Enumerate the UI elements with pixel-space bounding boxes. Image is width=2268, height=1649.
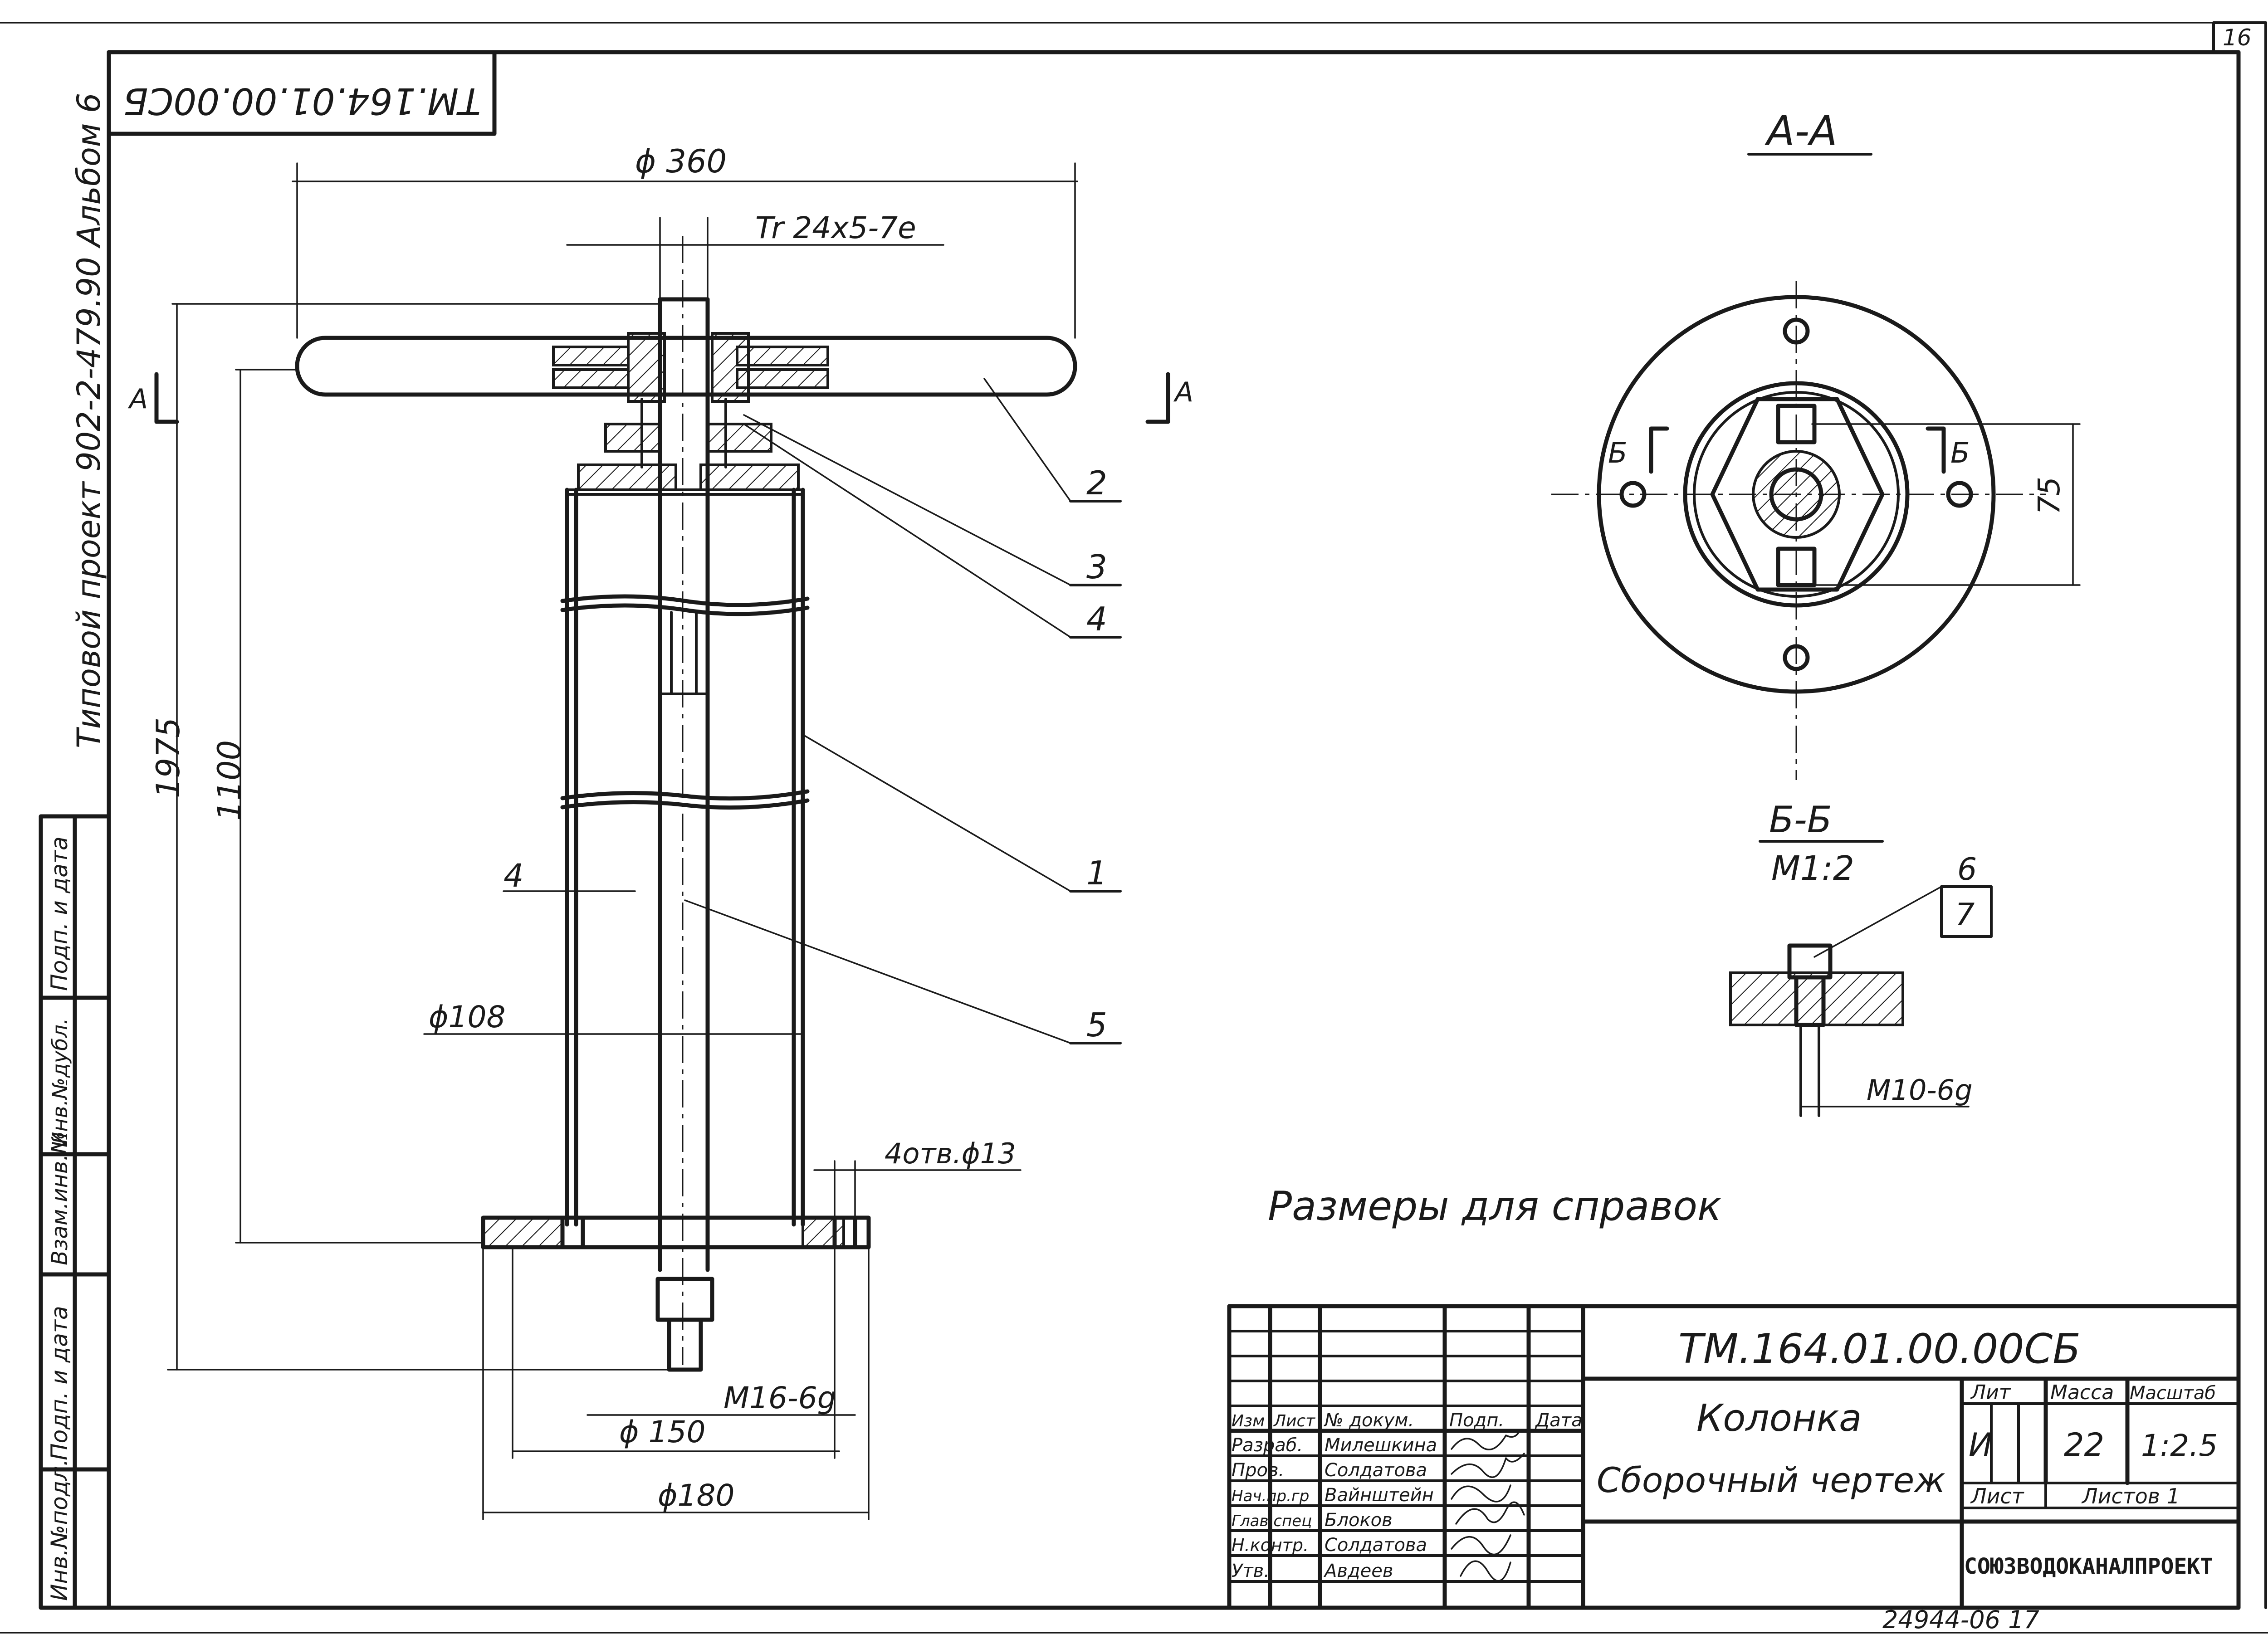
dim-thread: Tr 24x5-7e	[755, 210, 916, 245]
dim-height-body: 1100	[211, 740, 248, 821]
doc-code-rotated: ТМ.164.01.00.00СБ	[123, 80, 481, 122]
dim-wall: 4	[503, 857, 524, 894]
title-block: ТМ.164.01.00.00СБ Колонка Сборочный черт…	[1227, 1304, 2241, 1610]
reference-note: Размеры для справок	[1268, 1183, 1721, 1229]
tb-name-3: Блоков	[1325, 1510, 1393, 1531]
dimensions-main: ϕ 360 Tr 24x5-7e 1975 1100 4 ϕ108 4отв.ϕ…	[150, 143, 1078, 1520]
tb-header-data: Дата	[1535, 1410, 1583, 1431]
callout-1: 1	[1086, 854, 1107, 892]
cut-marker-a-left: А	[127, 383, 148, 415]
page-number: 16	[2223, 24, 2252, 51]
callouts: 2 3 4 1 5	[684, 378, 1122, 1044]
callout-4: 4	[1086, 600, 1107, 638]
tb-header-list: Лист	[1273, 1412, 1315, 1430]
handwheel	[295, 336, 1077, 397]
tb-name-2: Вайнштейн	[1325, 1485, 1434, 1506]
section-aa: А-А Б Б 75	[1551, 107, 2081, 780]
section-aa-title: А-А	[1765, 107, 1838, 155]
margin-field-podp-data-2: Подп. и дата	[46, 836, 73, 991]
tb-name-4: Солдатова	[1325, 1535, 1427, 1556]
margin-field-inv-dubl: Инв.№дубл.	[48, 1018, 72, 1147]
dim-height-total: 1975	[150, 717, 187, 798]
margin-field-podp-data-1: Подп. и дата	[46, 1306, 73, 1460]
tb-sheet-label: Лист	[1970, 1484, 2024, 1508]
assembly-view: А А	[127, 236, 1193, 1372]
dim-bolt-spacing: 75	[2032, 477, 2067, 515]
callout-3: 3	[1086, 548, 1107, 586]
tb-doc-code: ТМ.164.01.00.00СБ	[1678, 1325, 2081, 1373]
dim-flange-dia: ϕ180	[658, 1478, 735, 1513]
tb-scale-value: 1:2.5	[2141, 1428, 2218, 1463]
tb-role-0: Разраб.	[1232, 1435, 1303, 1456]
project-note: Типовой проект 902-2-479.90 Альбом 6	[70, 93, 108, 748]
tb-header-izm: Изм	[1232, 1412, 1265, 1430]
tb-mass-label: Масса	[2050, 1381, 2114, 1404]
callout-5: 5	[1086, 1006, 1107, 1044]
tb-role-4: Н.контр.	[1232, 1535, 1309, 1555]
sheet-frame: 16	[0, 21, 2268, 1634]
margin-field-vzam-inv: Взам.инв.№	[47, 1132, 73, 1265]
callout-7: 7	[1955, 897, 1975, 933]
signatures	[1451, 1430, 1525, 1582]
section-bb-title: Б-Б	[1769, 799, 1832, 841]
dim-body-dia: ϕ108	[429, 1000, 506, 1034]
cut-marker-b-left: Б	[1608, 436, 1628, 469]
dim-holes: 4отв.ϕ13	[885, 1137, 1016, 1170]
tb-organization: СОЮЗВОДОКАНАЛПРОЕКТ	[1964, 1554, 2213, 1579]
dim-bolt-thread: М10-6g	[1867, 1073, 1973, 1107]
tb-name-line2: Сборочный чертеж	[1597, 1460, 1945, 1500]
cut-marker-b-right: Б	[1950, 436, 1970, 469]
tb-lit-value: И	[1969, 1426, 1992, 1464]
left-margin-table: Инв.№подл. Подп. и дата Взам.инв.№ Инв.№…	[39, 814, 111, 1610]
rotated-doc-code: ТМ.164.01.00.00СБ	[107, 50, 497, 136]
tb-name-line1: Колонка	[1696, 1397, 1862, 1440]
cut-marker-a-right: А	[1173, 376, 1193, 408]
tb-name-5: Авдеев	[1323, 1561, 1393, 1581]
tb-header-dokum: № докум.	[1324, 1410, 1414, 1431]
tb-name-1: Солдатова	[1325, 1460, 1427, 1481]
tb-role-1: Пров.	[1232, 1460, 1284, 1481]
dim-bottom-thread: М16-6g	[723, 1381, 836, 1415]
tb-role-3: Глав.спец	[1232, 1512, 1312, 1530]
tb-role-2: Нач.пр.гр	[1232, 1487, 1309, 1505]
tb-name-0: Милешкина	[1325, 1435, 1437, 1456]
callout-6: 6	[1957, 852, 1977, 888]
dim-bolt-circle: ϕ 150	[619, 1415, 706, 1449]
tb-sheets-label: Листов 1	[2081, 1484, 2180, 1508]
callout-2: 2	[1086, 464, 1107, 502]
margin-field-inv-podl: Инв.№подл.	[46, 1459, 73, 1601]
section-bb: Б-Б М1:2 6 7 М10-6g	[1729, 799, 1993, 1117]
tb-role-5: Утв.	[1232, 1561, 1270, 1581]
bottom-number: 24944-06 17	[1882, 1605, 2039, 1634]
tb-header-podp: Подп.	[1449, 1410, 1504, 1431]
tb-mass-value: 22	[2064, 1426, 2104, 1464]
dim-handwheel-dia: ϕ 360	[635, 143, 727, 180]
tb-scale-label: Масштаб	[2130, 1383, 2216, 1404]
tb-lit-label: Лит	[1970, 1381, 2011, 1404]
section-bb-scale: М1:2	[1771, 849, 1854, 888]
